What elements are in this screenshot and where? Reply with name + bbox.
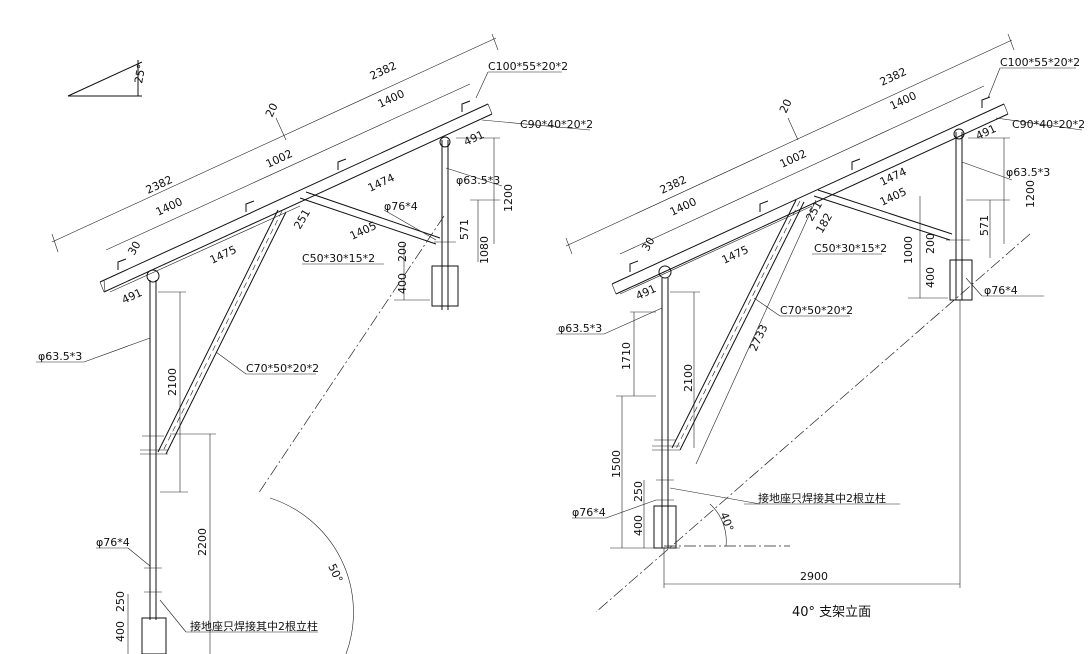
main-brace — [157, 209, 287, 455]
dim-1002-right: 1002 — [778, 147, 809, 171]
dim-1475: 1475 — [208, 243, 239, 267]
dim-571-right: 571 — [978, 215, 991, 236]
dim-2382-left-right: 2382 — [658, 173, 689, 197]
left-callouts: C100*55*20*2 C90*40*20*2 φ63.5*3 φ76*4 C… — [36, 60, 593, 633]
dim-1400-top: 1400 — [376, 87, 407, 111]
main-brace-right: 2733 — [671, 199, 817, 465]
dim-1405: 1405 — [348, 219, 379, 243]
dim-200-right-r: 200 — [924, 233, 937, 254]
dim-1400-top-right: 1400 — [888, 89, 919, 113]
dim-400-right-r: 400 — [924, 267, 937, 288]
dim-400-left: 400 — [114, 621, 127, 642]
dim-1400-left-right: 1400 — [668, 195, 699, 219]
slope-centerline: 50° — [257, 215, 445, 654]
front-post: 2100 2200 250 400 — [114, 269, 216, 654]
label-ground-note-right: 接地座只焊接其中2根立柱 — [758, 491, 886, 505]
front-post-right: 2100 1710 1500 250 400 — [610, 265, 700, 549]
dim-1080: 1080 — [478, 236, 491, 264]
dim-2733: 2733 — [747, 322, 771, 353]
dim-491-right: 491 — [462, 128, 487, 149]
panel-beam — [99, 100, 493, 293]
left-elevation: 25° 2382 1400 2382 1400 1002 — [36, 33, 593, 654]
dim-1474-right: 1474 — [878, 165, 909, 189]
label-c50: C50*30*15*2 — [302, 252, 375, 265]
label-ground-note-left: 接地座只焊接其中2根立柱 — [190, 619, 318, 633]
slope-centerline-right: 40° 2900 — [595, 233, 1031, 613]
label-phi635-left: φ63.5*3 — [38, 350, 82, 363]
dim-2382-top-right: 2382 — [878, 65, 909, 89]
angle-50-label: 50° — [325, 562, 345, 585]
angle-40-label: 40° — [717, 511, 736, 534]
right-callouts: C100*55*20*2 C90*40*20*2 φ63.5*3 C50*30*… — [556, 56, 1085, 519]
dim-250-left: 250 — [114, 591, 127, 612]
right-elevation: 2382 1400 2382 1400 1002 20 1474 1405 14… — [556, 33, 1085, 620]
dim-250-right: 250 — [632, 481, 645, 502]
dim-1474: 1474 — [366, 171, 397, 195]
dim-20-right: 20 — [777, 97, 795, 115]
rear-post: 1200 571 1080 200 400 — [394, 136, 515, 310]
label-phi635-right: φ63.5*3 — [456, 174, 500, 187]
dim-200-right: 200 — [396, 241, 409, 262]
label-c100-right: C100*55*20*2 — [1000, 56, 1080, 69]
label-phi76-right: φ76*4 — [384, 200, 418, 213]
rear-brace — [299, 191, 441, 245]
dim-2100-right: 2100 — [682, 364, 695, 392]
dim-1200-right: 1200 — [1024, 180, 1037, 208]
dim-1002: 1002 — [264, 147, 295, 171]
label-c50-right: C50*30*15*2 — [814, 242, 887, 255]
top-dimensions: 2382 1400 2382 1400 1002 20 1474 1475 49… — [51, 33, 499, 307]
dim-1000-right: 1000 — [902, 236, 915, 264]
angle-reference: 25° — [67, 60, 148, 97]
dim-2382-top: 2382 — [368, 59, 399, 83]
label-c90: C90*40*20*2 — [520, 118, 593, 131]
dim-2100: 2100 — [166, 368, 179, 396]
dim-1710: 1710 — [620, 342, 633, 370]
dim-571: 571 — [458, 219, 471, 240]
dim-251: 251 — [291, 207, 313, 232]
dim-2200: 2200 — [196, 528, 209, 556]
label-phi635-right-r: φ63.5*3 — [1006, 166, 1050, 179]
dim-2382-left: 2382 — [144, 173, 175, 197]
label-phi635-left-r: φ63.5*3 — [558, 322, 602, 335]
label-c70: C70*50*20*2 — [246, 362, 319, 375]
label-c100: C100*55*20*2 — [488, 60, 568, 73]
label-phi76-left: φ76*4 — [96, 536, 130, 549]
drawing-title: 40° 支架立面 — [792, 605, 871, 620]
panel-beam-right — [611, 96, 1009, 295]
angle-25-label: 25° — [132, 63, 148, 84]
dim-491-right-right: 491 — [974, 122, 999, 143]
dim-491-left-right: 491 — [634, 282, 659, 303]
dim-400-right: 400 — [396, 273, 409, 294]
label-c70-right: C70*50*20*2 — [780, 304, 853, 317]
label-phi76-right-r: φ76*4 — [984, 284, 1018, 297]
dim-1200: 1200 — [502, 184, 515, 212]
dim-1500: 1500 — [610, 450, 623, 478]
dim-20: 20 — [263, 101, 281, 119]
rear-brace-right — [813, 189, 953, 241]
dim-30-right: 30 — [639, 235, 657, 254]
label-phi76-left-r: φ76*4 — [572, 506, 606, 519]
dim-2900: 2900 — [800, 570, 828, 583]
dim-1475-right: 1475 — [720, 243, 751, 267]
dim-491-left: 491 — [120, 286, 145, 307]
dim-1400-left: 1400 — [154, 195, 185, 219]
rear-post-right: 1200 571 1000 200 400 — [902, 128, 1037, 301]
dim-400-left-right: 400 — [632, 515, 645, 536]
dim-30: 30 — [125, 239, 143, 258]
label-c90-right: C90*40*20*2 — [1012, 118, 1085, 131]
